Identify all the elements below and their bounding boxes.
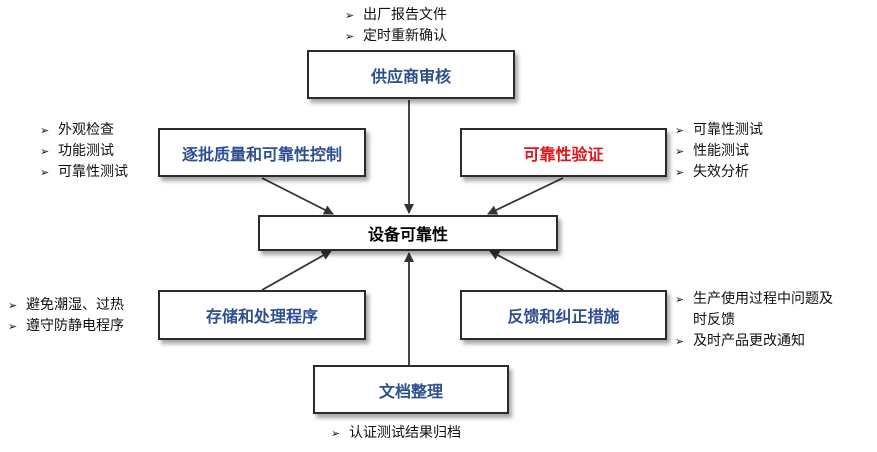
documentation-label: 文档整理 — [378, 381, 443, 401]
equipment-reliability-box: 设备可靠性 — [258, 215, 558, 251]
arrow-verify-to-center — [487, 177, 564, 215]
list-item: ➢生产使用过程中问题及 — [675, 289, 833, 310]
arrow-bullet-icon: ➢ — [675, 124, 685, 137]
supplier-audit-box: 供应商审核 — [307, 50, 515, 99]
list-item: ➢可靠性测试 — [40, 162, 128, 183]
arrow-bullet-icon: ➢ — [345, 30, 355, 43]
storage-bullets: ➢避免潮湿、过热 ➢遵守防静电程序 — [8, 295, 124, 337]
list-item: ➢出厂报告文件 — [345, 5, 447, 26]
verify-bullets: ➢可靠性测试 ➢性能测试 ➢失效分析 — [675, 120, 763, 183]
arrow-bullet-icon: ➢ — [40, 145, 50, 158]
batch-bullets: ➢外观检查 ➢功能测试 ➢可靠性测试 — [40, 120, 128, 183]
arrow-bullet-icon: ➢ — [675, 145, 685, 158]
documentation-box: 文档整理 — [313, 365, 509, 414]
batch-quality-box: 逐批质量和可靠性控制 — [158, 128, 366, 177]
equipment-reliability-label: 设备可靠性 — [367, 225, 448, 244]
arrow-feedback-to-center — [489, 250, 564, 291]
arrow-bullet-icon: ➢ — [40, 124, 50, 137]
arrow-bullet-icon: ➢ — [675, 335, 685, 348]
arrow-bullet-icon: ➢ — [675, 293, 685, 306]
storage-handling-label: 存储和处理程序 — [205, 307, 318, 326]
list-item: ➢及时产品更改通知 — [675, 331, 833, 352]
supplier-bullets: ➢出厂报告文件 ➢定时重新确认 — [345, 5, 447, 47]
arrow-bullet-icon: ➢ — [345, 9, 355, 22]
storage-handling-box: 存储和处理程序 — [158, 290, 366, 340]
list-item: ➢性能测试 — [675, 141, 763, 162]
arrow-batch-to-center — [261, 177, 334, 215]
list-item: ➢失效分析 — [675, 162, 763, 183]
feedback-bullets: ➢生产使用过程中问题及 时反馈 ➢及时产品更改通知 — [675, 289, 833, 352]
docs-bullets: ➢认证测试结果归档 — [331, 423, 461, 444]
reliability-verification-box: 可靠性验证 — [460, 128, 667, 177]
list-item: ➢定时重新确认 — [345, 26, 447, 47]
supplier-audit-label: 供应商审核 — [370, 66, 451, 86]
list-item: ➢遵守防静电程序 — [8, 316, 124, 337]
list-item: ➢避免潮湿、过热 — [8, 295, 124, 316]
feedback-correction-box: 反馈和纠正措施 — [460, 290, 667, 340]
arrow-bullet-icon: ➢ — [8, 320, 18, 333]
arrow-bullet-icon: ➢ — [8, 299, 18, 312]
list-item: ➢认证测试结果归档 — [331, 423, 461, 444]
batch-quality-label: 逐批质量和可靠性控制 — [181, 144, 342, 164]
arrow-storage-to-center — [261, 250, 332, 291]
list-item: ➢功能测试 — [40, 141, 128, 162]
list-item: ➢可靠性测试 — [675, 120, 763, 141]
reliability-verification-label: 可靠性验证 — [523, 144, 604, 164]
feedback-correction-label: 反馈和纠正措施 — [507, 307, 620, 326]
arrow-bullet-icon: ➢ — [331, 427, 341, 440]
list-item: ➢外观检查 — [40, 120, 128, 141]
list-item: 时反馈 — [693, 312, 735, 328]
arrow-bullet-icon: ➢ — [40, 166, 50, 179]
arrow-bullet-icon: ➢ — [675, 166, 685, 179]
